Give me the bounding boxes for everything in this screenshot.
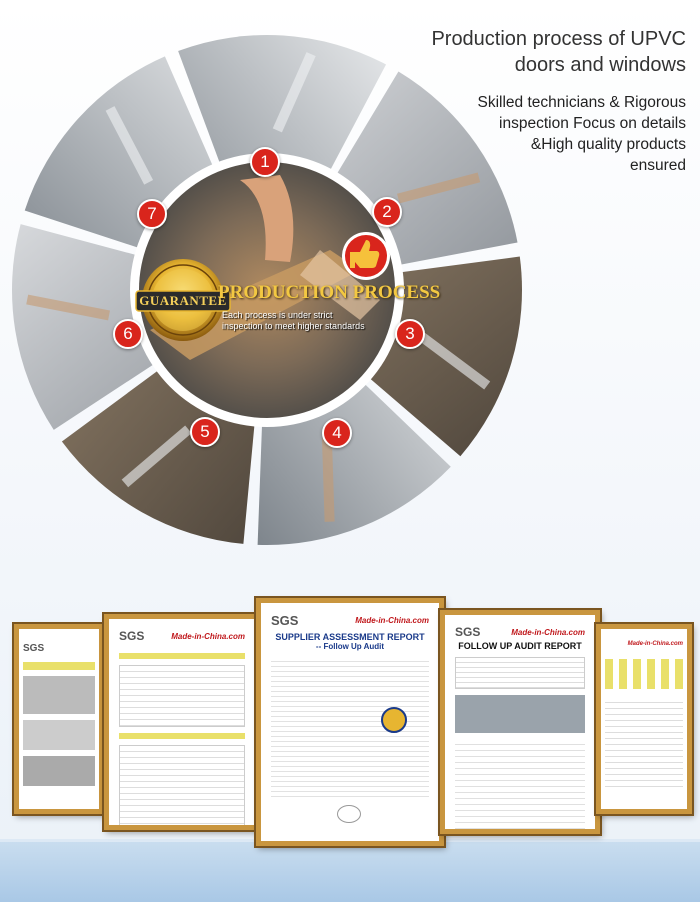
guarantee-badge-icon [135, 259, 231, 341]
subheading-line-3: &High quality products [530, 136, 686, 153]
certificate-far-right: Made-in-China.com [596, 624, 692, 814]
page-subheading: Skilled technicians & Rigorous inspectio… [426, 92, 687, 176]
sgs-seal-icon [337, 805, 361, 823]
step-badge-5: 5 [190, 417, 220, 447]
main-report-subtitle: -- Follow Up Audit [315, 642, 385, 651]
certificates-section: SGS SGS Made-in-China.com SGS Made-in-Ch… [0, 580, 700, 902]
right-report-title: FOLLOW UP AUDIT REPORT [458, 641, 582, 651]
center-glove [300, 250, 380, 320]
floor [0, 842, 700, 902]
certificate-right: SGS Made-in-China.com FOLLOW UP AUDIT RE… [440, 610, 600, 834]
award-seal-icon [381, 707, 407, 733]
step-number: 1 [260, 152, 270, 171]
guarantee-label: GUARANTEE [139, 293, 227, 308]
subheading-line-4: ensured [629, 157, 686, 174]
certificate-main: SGS Made-in-China.com SUPPLIER ASSESSMEN… [256, 598, 444, 846]
segment-texture-5 [121, 425, 192, 488]
thumbs-up-icon [342, 232, 390, 280]
step-badge-2: 2 [372, 197, 402, 227]
certificate-far-left: SGS [14, 624, 104, 814]
center-subtitle-1: Each process is under strict [222, 310, 333, 320]
segment-texture-3 [417, 331, 491, 390]
main-report-title: SUPPLIER ASSESSMENT REPORT [275, 632, 425, 642]
segment-texture-7 [105, 106, 154, 185]
center-subtitle-2: inspection to meet higher standards [222, 321, 365, 331]
step-number: 3 [405, 324, 415, 343]
segment-texture-2 [397, 172, 481, 204]
process-wheel [11, 34, 522, 545]
step-badge-6: 6 [113, 319, 143, 349]
wheel-segments [11, 34, 522, 545]
subheading-line-1: Skilled technicians & Rigorous [477, 94, 687, 111]
step-badge-4: 4 [322, 418, 352, 448]
step-number: 5 [200, 422, 210, 441]
step-number: 7 [147, 204, 157, 223]
step-number: 2 [382, 202, 392, 221]
segment-texture-4 [321, 438, 335, 522]
heading-line-1: Production process of UPVC [431, 28, 686, 50]
production-section: GUARANTEE PRODUCTION PROCESS Each proces… [11, 26, 687, 545]
step-badge-1: 1 [250, 147, 280, 177]
center-title: PRODUCTION PROCESS [218, 282, 441, 303]
center-hand [240, 175, 294, 262]
subheading-line-2: inspection Focus on details [499, 115, 686, 132]
certificate-left: SGS Made-in-China.com [104, 614, 260, 830]
page-heading: Production process of UPVC doors and win… [406, 26, 686, 78]
step-number: 4 [332, 423, 342, 442]
heading-line-2: doors and windows [514, 54, 686, 76]
segment-texture-6 [26, 294, 110, 321]
step-badge-7: 7 [137, 199, 167, 229]
step-badge-3: 3 [395, 319, 425, 349]
segment-texture-1 [272, 52, 316, 133]
step-number: 6 [123, 324, 133, 343]
